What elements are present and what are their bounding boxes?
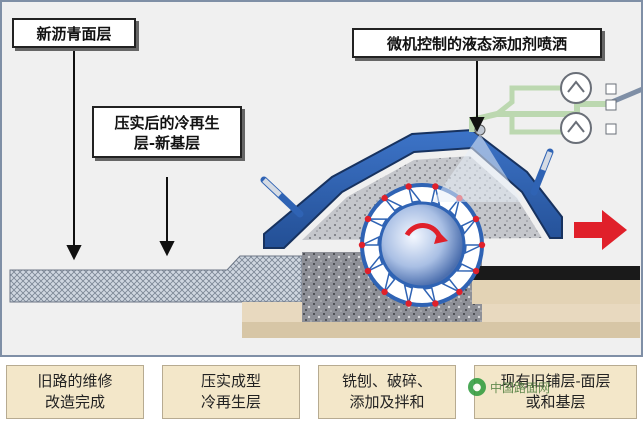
caption-compacted: 压实成型 冷再生层 (162, 365, 300, 419)
pump-2 (560, 112, 592, 144)
spray-system (432, 72, 643, 202)
spray-text: 微机控制的液态添加剂喷洒 (386, 35, 567, 53)
drum-tooth (367, 255, 384, 272)
caption-2-line2: 冷再生层 (200, 393, 261, 411)
caption-4-line1: 现有旧铺层-面层 (500, 372, 611, 390)
road-layers (9, 252, 640, 338)
spray-mist (432, 134, 522, 202)
recycled-layer-line2: 层-新基层 (133, 134, 201, 152)
drum-tooth (384, 197, 403, 212)
recycled-layer-line1: 压实后的冷再生 (114, 114, 220, 132)
caption-4-line2: 或和基层 (525, 393, 586, 411)
wechat-icon: ● (468, 378, 486, 396)
new-asphalt-text: 新沥青面层 (36, 25, 112, 43)
drum-tooth (383, 272, 396, 293)
hydraulic-cylinders (260, 148, 554, 218)
drum-tooth-tip (472, 267, 480, 275)
pump-1 (560, 72, 592, 104)
caption-row: 旧路的维修 改造完成 压实成型 冷再生层 铣刨、破碎、 添加及拌和 现有旧铺层-… (0, 361, 643, 428)
drum-tooth (367, 218, 388, 227)
drum-tooth-tip (358, 241, 366, 249)
spray-label: 微机控制的液态添加剂喷洒 (352, 28, 602, 58)
drum-teeth (358, 183, 486, 307)
diagram-panel: 新沥青面层 压实后的冷再生 层-新基层 微机控制的液态添加剂喷洒 (0, 0, 643, 357)
caption-1-line1: 旧路的维修 (37, 372, 113, 390)
caption-repair-complete: 旧路的维修 改造完成 (6, 365, 144, 419)
drum-tooth-tip (381, 194, 388, 202)
recycled-layer-label: 压实后的冷再生 层-新基层 (92, 106, 242, 158)
drum-tooth-tip (432, 183, 439, 190)
direction-arrow (574, 210, 627, 250)
drum-tooth-tip (405, 300, 412, 307)
watermark-text: 中国路面网 (490, 380, 551, 395)
drum-tooth-tip (405, 183, 412, 190)
drum-tooth-tip (472, 215, 480, 223)
caption-milling: 铣刨、破碎、 添加及拌和 (318, 365, 456, 419)
drum-tooth (460, 218, 477, 235)
drum-tooth (422, 287, 437, 304)
drum-tooth (448, 197, 461, 218)
rotation-arrow (434, 231, 448, 244)
drum-tooth-tip (381, 288, 388, 296)
drum-tooth (407, 186, 422, 203)
existing-asphalt (472, 266, 640, 280)
pointer-lines (66, 42, 485, 261)
caption-3-line1: 铣刨、破碎、 (341, 372, 432, 390)
caption-2-line1: 压实成型 (200, 372, 261, 390)
caption-3-line2: 添加及拌和 (349, 393, 425, 411)
new-asphalt-label: 新沥青面层 (12, 18, 136, 48)
recycler-illustration (9, 42, 643, 338)
drum-tooth-tip (364, 215, 372, 223)
watermark: ● 中国路面网 (468, 378, 550, 396)
drum-tooth-tip (478, 241, 486, 249)
drum-tooth-tip (432, 300, 439, 307)
drum-tooth (456, 263, 477, 272)
drum-tooth (361, 235, 380, 246)
drum-tooth (441, 278, 460, 293)
drum-tooth (464, 244, 483, 255)
drum-tooth-tip (456, 288, 463, 296)
caption-1-line2: 改造完成 (44, 393, 105, 411)
drum-tooth-tip (364, 267, 372, 275)
drum-tooth (403, 284, 414, 304)
cutting-drum (358, 183, 486, 307)
